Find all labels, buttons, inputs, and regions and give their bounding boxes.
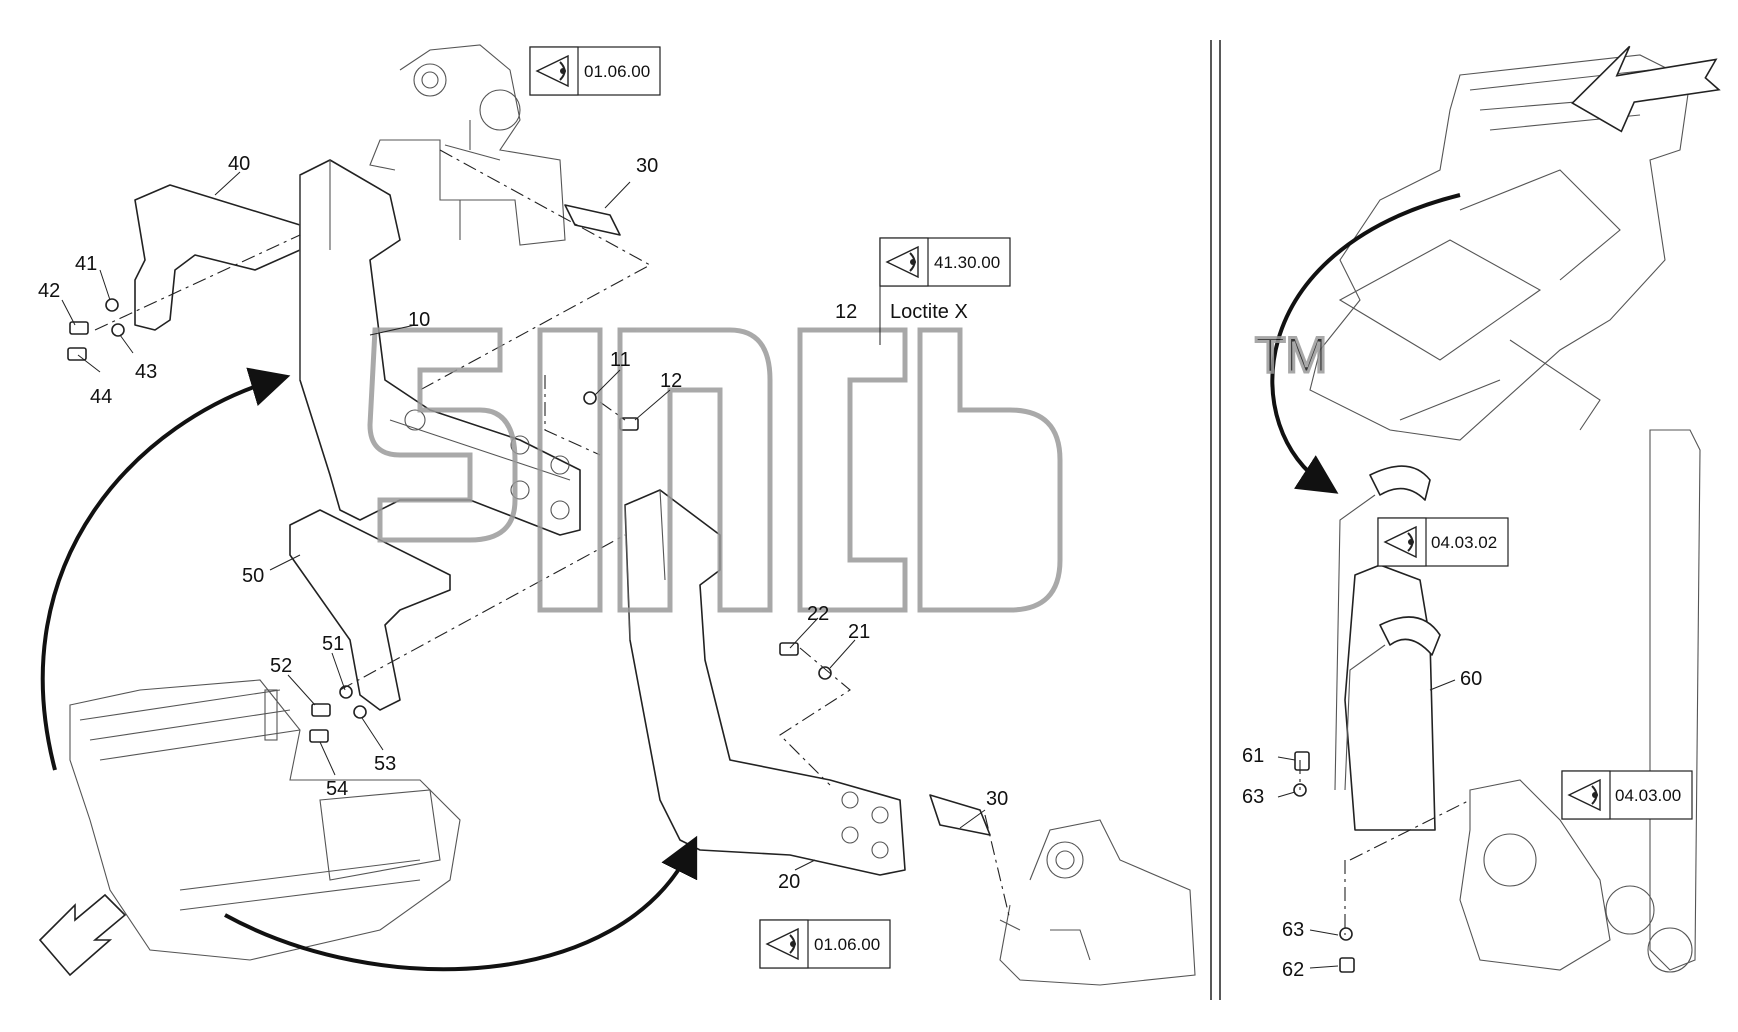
reference-box-41-30-00[interactable]: 41.30.00 — [879, 237, 1011, 287]
reference-box-04-03-02[interactable]: 04.03.02 — [1377, 517, 1509, 567]
part-60-pipe-holder — [1334, 465, 1441, 831]
watermark-trademark: TM — [1255, 327, 1327, 383]
callout-30-upper: 30 — [636, 155, 658, 177]
eye-icon — [885, 245, 919, 279]
reference-label: 04.03.00 — [1615, 786, 1681, 805]
part-30-clip-lower — [929, 794, 991, 836]
callout-52: 52 — [270, 655, 292, 677]
reference-box-04-03-00[interactable]: 04.03.00 — [1561, 770, 1693, 820]
note-loctite-x: Loctite X — [890, 301, 968, 323]
view-direction-arrows — [38, 45, 1721, 977]
eye-icon — [765, 927, 799, 961]
callout-labels: 40 30 10 41 42 43 44 11 12 12 Loctite X … — [38, 153, 1482, 981]
reference-box-01-06-00-bottom[interactable]: 01.06.00 — [759, 919, 891, 969]
callout-40: 40 — [228, 153, 250, 175]
reference-label: 01.06.00 — [814, 935, 880, 954]
callout-50: 50 — [242, 565, 264, 587]
part-30-clip-upper — [564, 204, 621, 236]
eye-icon — [1567, 778, 1601, 812]
callout-11: 11 — [610, 349, 631, 371]
callout-20: 20 — [778, 871, 800, 893]
reference-label: 04.03.02 — [1431, 533, 1497, 552]
part-50-bracket-plate — [289, 509, 451, 711]
part-20-mounting-arm — [624, 489, 906, 876]
reference-box-01-06-00-top[interactable]: 01.06.00 — [529, 46, 661, 96]
eye-icon — [1383, 525, 1417, 559]
callout-22: 22 — [807, 603, 829, 625]
callout-41: 41 — [75, 253, 97, 275]
callout-43: 43 — [135, 361, 157, 383]
section-divider — [1210, 40, 1221, 1000]
eye-icon — [535, 54, 569, 88]
reference-label: 41.30.00 — [934, 253, 1000, 272]
paver-machine-outline-bottom-left — [69, 679, 461, 961]
callout-51: 51 — [322, 633, 344, 655]
callout-21: 21 — [848, 621, 870, 643]
watermark: TM — [367, 326, 1329, 613]
callout-62: 62 — [1282, 959, 1304, 981]
paver-machine-outline-top-right — [1309, 54, 1691, 441]
hitch-and-pipe-outline-bottom-right — [1459, 429, 1701, 973]
callout-leaders — [61, 171, 1456, 969]
part-40-bracket-plate — [134, 184, 301, 331]
callout-61: 61 — [1242, 745, 1264, 767]
callout-10: 10 — [408, 309, 430, 331]
machine-hitch-outline-bottom — [999, 819, 1196, 986]
callout-54: 54 — [326, 778, 348, 800]
callout-42: 42 — [38, 280, 60, 302]
callout-53: 53 — [374, 753, 396, 775]
flow-arrows — [40, 193, 1461, 972]
callout-44: 44 — [90, 386, 112, 408]
note-part-12: 12 — [835, 301, 857, 323]
callout-30-lower: 30 — [986, 788, 1008, 810]
assembly-centerlines — [94, 149, 1471, 935]
part-10-mounting-arm — [299, 159, 581, 536]
machine-hitch-outline-top — [369, 44, 566, 246]
hardware-screws-washers — [67, 298, 1355, 973]
callout-63-upper: 63 — [1242, 786, 1264, 808]
callout-63-lower: 63 — [1282, 919, 1304, 941]
callout-60: 60 — [1460, 668, 1482, 690]
callout-12: 12 — [660, 370, 682, 392]
reference-label: 01.06.00 — [584, 62, 650, 81]
